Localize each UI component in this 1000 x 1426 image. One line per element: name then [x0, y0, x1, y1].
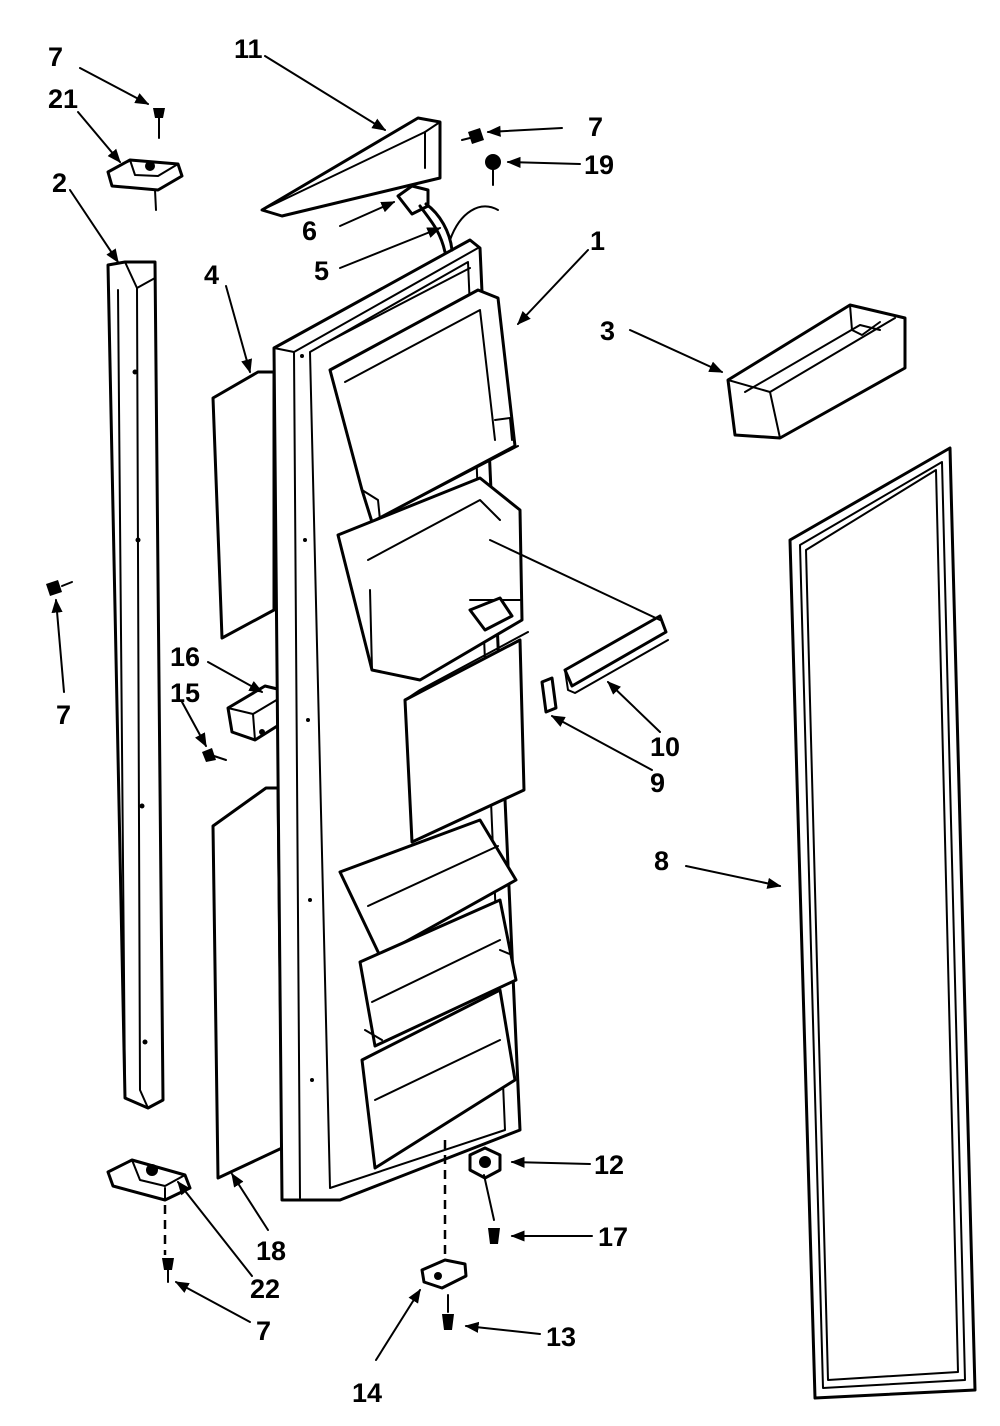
screw-15	[202, 748, 227, 762]
callout-label: 7	[588, 112, 603, 142]
callout-label: 14	[352, 1378, 382, 1408]
screw-19	[485, 154, 501, 186]
callout-label: 5	[314, 256, 329, 286]
callout-label: 6	[302, 216, 317, 246]
screw-13	[442, 1294, 454, 1330]
lower-door-panel-part	[211, 786, 284, 1180]
screw-top-right	[461, 128, 484, 144]
callout-label: 22	[250, 1274, 280, 1304]
callout-label: 18	[256, 1236, 286, 1266]
screw-17	[483, 1174, 500, 1244]
callout-label: 11	[234, 34, 263, 64]
callout-label: 1	[590, 226, 605, 256]
callout-label: 7	[48, 42, 63, 72]
callout-label: 10	[650, 732, 680, 762]
callout-label: 9	[650, 768, 665, 798]
screw-bottom-left	[162, 1205, 174, 1283]
hinge-bushing-12	[468, 1146, 502, 1180]
lower-hinge-clip-part	[106, 1158, 192, 1202]
callout-label: 12	[594, 1150, 624, 1180]
screw-top-left	[153, 108, 165, 139]
door-body-part	[272, 238, 529, 1202]
trim-end-cap-part	[540, 676, 558, 714]
trim-strip-part	[489, 539, 669, 694]
handle-trim-part	[106, 260, 165, 1110]
leader-lines	[51, 55, 782, 1361]
callout-label: 3	[600, 316, 615, 346]
callout-label: 7	[56, 700, 71, 730]
wire-harness-part	[396, 184, 499, 254]
top-cap-part	[260, 116, 442, 218]
callout-labels: 7 21 11 7 19 2 6 5 1 4 3 7 16 15 10 9 8 …	[48, 34, 680, 1408]
callout-label: 4	[204, 260, 219, 290]
callout-label: 13	[546, 1322, 576, 1352]
callout-label: 8	[654, 846, 669, 876]
callout-label: 7	[256, 1316, 271, 1346]
callout-label: 2	[52, 168, 67, 198]
callout-label: 15	[170, 678, 200, 708]
door-bin-part	[726, 303, 907, 440]
hinge-pin-14	[420, 1140, 468, 1290]
upper-hinge-clip-part	[106, 158, 184, 211]
door-gasket-part	[788, 446, 977, 1400]
callout-label: 17	[598, 1222, 628, 1252]
callout-label: 16	[170, 642, 200, 672]
screw-left-mid	[46, 580, 73, 596]
callout-label: 21	[48, 84, 78, 114]
callout-label: 19	[584, 150, 614, 180]
upper-door-panel-part	[211, 370, 276, 640]
